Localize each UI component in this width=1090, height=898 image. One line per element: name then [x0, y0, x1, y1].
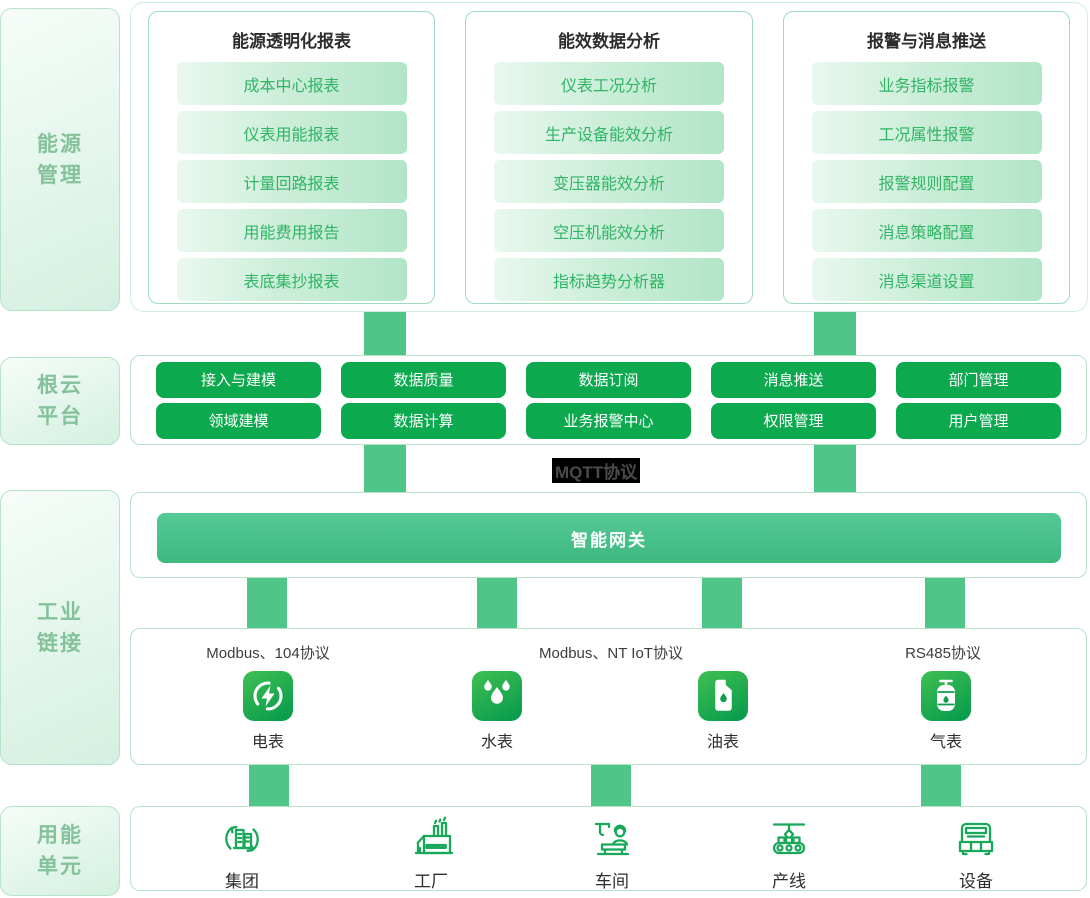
unit-label: 集团: [225, 872, 259, 891]
module-chip: 仪表工况分析: [494, 62, 724, 105]
industrial-link-panel: Modbus、104协议 Modbus、NT IoT协议 RS485协议 电表 …: [130, 628, 1087, 765]
equipment-icon: [952, 815, 1000, 863]
module-chip: 工况属性报警: [811, 111, 1042, 154]
energy-management-section: 能源透明化报表 成本中心报表 仪表用能报表 计量回路报表 用能费用报告 表底集抄…: [130, 2, 1088, 312]
meter-oil: 油表: [663, 671, 783, 752]
gateway-panel: 智能网关: [130, 492, 1087, 578]
card-title: 能源透明化报表: [232, 32, 351, 51]
chip-list: 业务指标报警 工况属性报警 报警规则配置 消息策略配置 消息渠道设置: [784, 62, 1069, 301]
platform-module: 权限管理: [711, 402, 876, 439]
connector: [702, 572, 742, 629]
connector: [591, 764, 631, 812]
card-title: 报警与消息推送: [867, 32, 986, 51]
meter-label: 油表: [706, 734, 739, 751]
oil-meter-icon: [698, 671, 748, 721]
connector: [925, 572, 965, 629]
unit-workshop: 车间: [552, 815, 672, 892]
unit-label: 车间: [595, 872, 629, 891]
group-icon: [218, 815, 266, 863]
module-chip: 空压机能效分析: [494, 209, 724, 252]
platform-module: 消息推送: [711, 361, 876, 398]
module-chip: 表底集抄报表: [176, 258, 407, 301]
card-efficiency-analysis: 能效数据分析 仪表工况分析 生产设备能效分析 变压器能效分析 空压机能效分析 指…: [465, 11, 753, 304]
protocol-label: Modbus、NT IoT协议: [539, 645, 683, 662]
platform-module: 接入与建模: [156, 361, 321, 398]
module-chip: 指标趋势分析器: [494, 258, 724, 301]
connector: [247, 572, 287, 629]
production-line-icon: [765, 815, 813, 863]
unit-group: 集团: [182, 815, 302, 892]
gas-meter-icon: [921, 671, 971, 721]
module-chip: 用能费用报告: [176, 209, 407, 252]
module-chip: 成本中心报表: [176, 62, 407, 105]
module-chip: 消息策略配置: [811, 209, 1042, 252]
sidebar-label: 根云平台: [37, 374, 83, 428]
meter-label: 水表: [480, 734, 513, 751]
unit-label: 设备: [959, 872, 993, 891]
connector: [477, 572, 517, 629]
platform-module: 数据订阅: [526, 361, 691, 398]
card-transparent-reports: 能源透明化报表 成本中心报表 仪表用能报表 计量回路报表 用能费用报告 表底集抄…: [148, 11, 435, 304]
module-chip: 仪表用能报表: [176, 111, 407, 154]
sidebar-item-energy-management: 能源管理: [0, 8, 120, 311]
sidebar-item-rootcloud-platform: 根云平台: [0, 357, 120, 445]
sidebar-label: 用能单元: [37, 824, 83, 878]
connector: [814, 306, 856, 356]
mqtt-protocol-label: MQTT协议: [552, 458, 641, 483]
connector: [364, 306, 406, 356]
protocol-label: Modbus、104协议: [206, 645, 330, 662]
electric-meter-icon: [243, 671, 293, 721]
unit-equipment: 设备: [916, 815, 1036, 892]
card-alarm-push: 报警与消息推送 业务指标报警 工况属性报警 报警规则配置 消息策略配置 消息渠道…: [783, 11, 1070, 304]
factory-icon: [407, 815, 455, 863]
sidebar-item-energy-unit: 用能单元: [0, 806, 120, 896]
meter-label: 气表: [929, 734, 962, 751]
energy-unit-panel: 集团 工厂: [130, 806, 1087, 891]
unit-label: 工厂: [414, 872, 448, 891]
chip-list: 仪表工况分析 生产设备能效分析 变压器能效分析 空压机能效分析 指标趋势分析器: [466, 62, 752, 301]
module-chip: 变压器能效分析: [494, 160, 724, 203]
meter-label: 电表: [251, 734, 284, 751]
connector: [249, 764, 289, 812]
platform-module: 业务报警中心: [526, 402, 691, 439]
smart-gateway-bar: 智能网关: [157, 513, 1061, 563]
card-title: 能效数据分析: [558, 32, 660, 51]
module-chip: 计量回路报表: [176, 160, 407, 203]
platform-module: 用户管理: [896, 402, 1061, 439]
unit-factory: 工厂: [371, 815, 491, 892]
sidebar-label: 工业链接: [37, 600, 83, 655]
sidebar-label: 能源管理: [37, 132, 83, 187]
platform-module: 数据计算: [341, 402, 506, 439]
module-chip: 消息渠道设置: [811, 258, 1042, 301]
water-meter-icon: [472, 671, 522, 721]
connector: [364, 439, 406, 493]
chip-list: 成本中心报表 仪表用能报表 计量回路报表 用能费用报告 表底集抄报表: [149, 62, 434, 301]
module-chip: 业务指标报警: [811, 62, 1042, 105]
meter-gas: 气表: [886, 671, 1006, 752]
platform-module: 部门管理: [896, 361, 1061, 398]
rootcloud-platform-panel: 接入与建模 数据质量 数据订阅 消息推送 部门管理 领域建模 数据计算 业务报警…: [130, 355, 1087, 445]
protocol-label: RS485协议: [905, 645, 981, 662]
module-chip: 生产设备能效分析: [494, 111, 724, 154]
module-chip: 报警规则配置: [811, 160, 1042, 203]
connector: [921, 764, 961, 812]
platform-module: 领域建模: [156, 402, 321, 439]
meter-water: 水表: [437, 671, 557, 752]
platform-module: 数据质量: [341, 361, 506, 398]
connector: [814, 439, 856, 493]
meter-electric: 电表: [208, 671, 328, 752]
sidebar-item-industrial-link: 工业链接: [0, 490, 120, 765]
workshop-icon: [588, 815, 636, 863]
unit-label: 产线: [772, 872, 806, 891]
unit-production-line: 产线: [729, 815, 849, 892]
